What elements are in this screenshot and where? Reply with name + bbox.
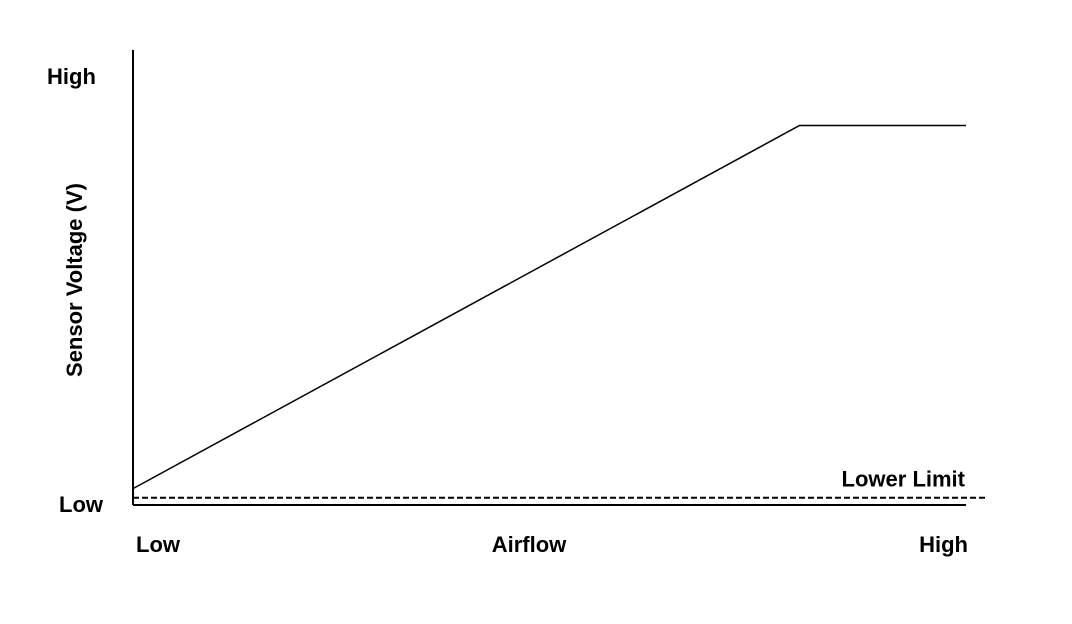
- series-line-0: [132, 124, 966, 490]
- lower-limit-label: Lower Limit: [842, 467, 966, 492]
- x-tick-high: High: [919, 532, 968, 557]
- y-tick-high: High: [47, 64, 96, 89]
- x-axis-title: Airflow: [492, 532, 567, 557]
- y-tick-low: Low: [59, 492, 104, 517]
- x-tick-low: Low: [136, 532, 181, 557]
- series-group: [132, 124, 966, 490]
- y-axis-title: Sensor Voltage (V): [62, 183, 87, 377]
